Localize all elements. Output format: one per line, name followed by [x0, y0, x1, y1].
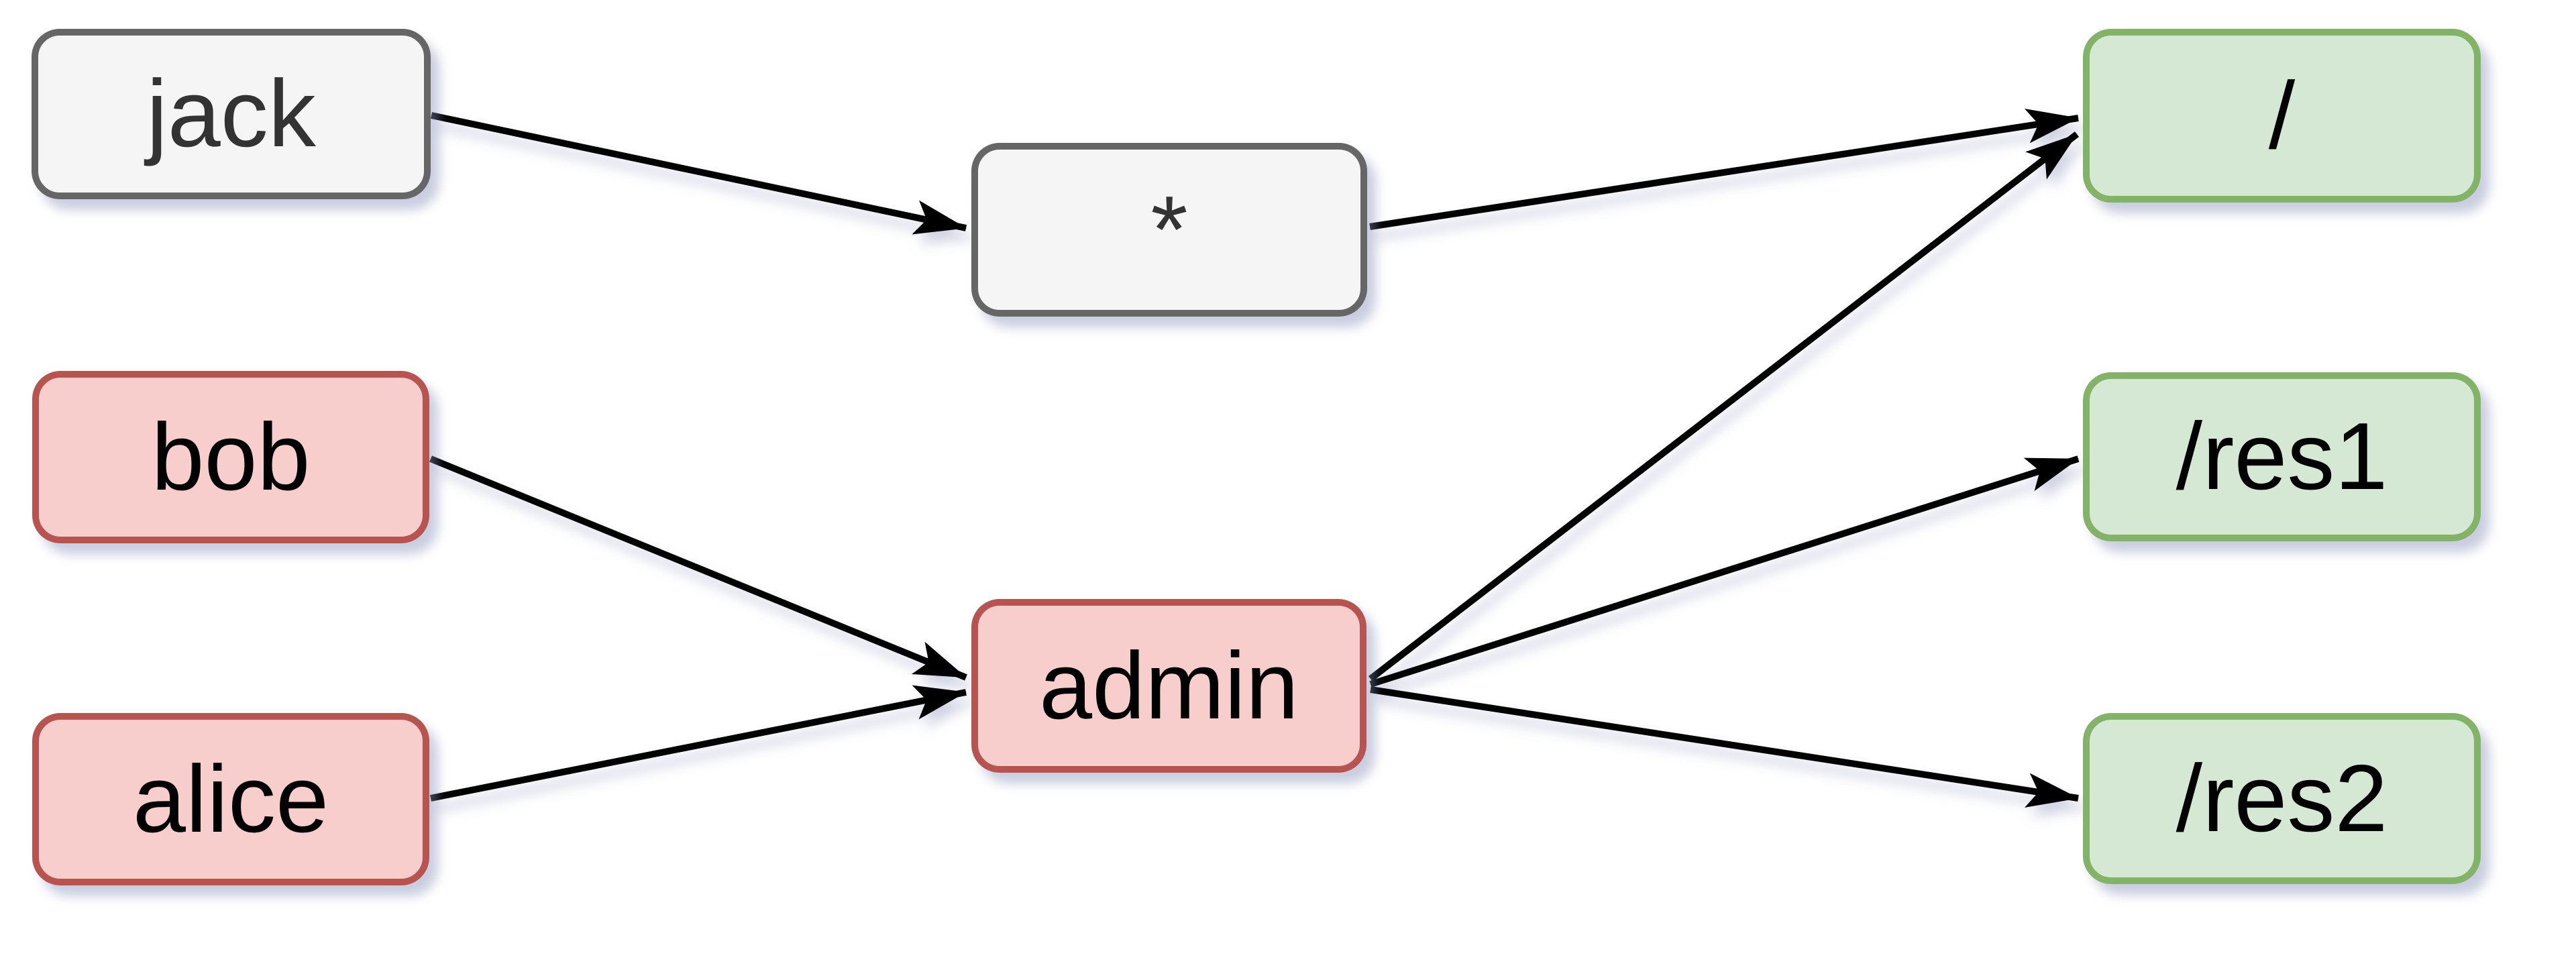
- node-admin: admin: [971, 599, 1366, 773]
- edge-alice-admin: [430, 685, 967, 802]
- node-label: admin: [1039, 632, 1299, 739]
- node-label: bob: [151, 403, 311, 510]
- node-label: /res2: [2176, 745, 2388, 852]
- node-label: *: [1150, 176, 1188, 283]
- edge-jack-star: [430, 112, 967, 235]
- node-res2: /res2: [2083, 713, 2481, 884]
- node-star: *: [971, 143, 1367, 317]
- edge-bob-admin: [429, 455, 967, 681]
- node-label: /res1: [2176, 403, 2388, 510]
- node-label: jack: [146, 60, 316, 167]
- node-label: /: [2268, 62, 2296, 169]
- node-res1: /res1: [2083, 372, 2481, 541]
- edge-admin-res1: [1369, 455, 2080, 688]
- edge-admin-res2: [1370, 686, 2079, 808]
- node-bob: bob: [32, 371, 429, 543]
- node-label: alice: [132, 745, 329, 853]
- node-alice: alice: [32, 713, 429, 885]
- edge-admin-root: [1368, 131, 2080, 682]
- node-root: /: [2083, 29, 2481, 203]
- edge-star-root: [1369, 108, 2079, 230]
- node-jack: jack: [32, 29, 431, 199]
